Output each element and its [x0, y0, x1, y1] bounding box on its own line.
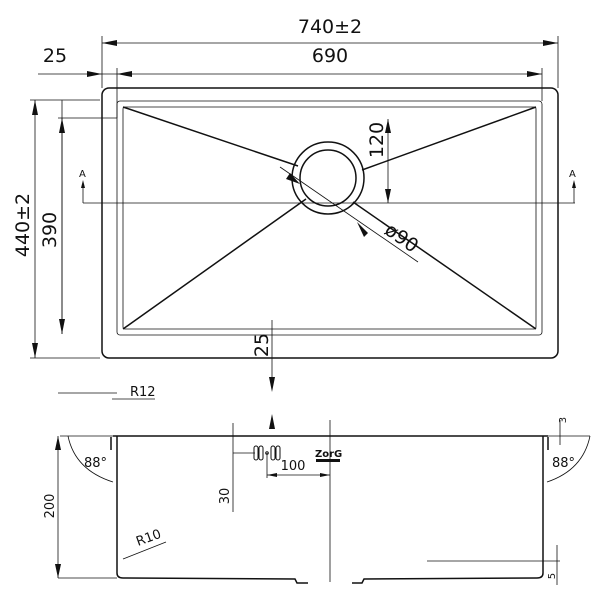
- section-label-left: A: [79, 169, 86, 180]
- section-view: 200 30 100 ZorG 88° 88° R10 3 5: [43, 417, 591, 585]
- drain-inner: [299, 149, 357, 207]
- top-view: A A 740±2 690 25 440±2 390 120 ø90 25 R1…: [12, 16, 576, 429]
- zorg-logo: ZorG: [315, 449, 342, 462]
- dim-overflow-height: 30: [218, 488, 233, 505]
- dim-overall-width: 740±2: [298, 16, 362, 38]
- overflow-slots: [253, 445, 281, 461]
- sink-profile-left: [116, 436, 308, 584]
- dim-overflow-offset: 100: [281, 459, 306, 474]
- rim-thickness-label: 3: [558, 417, 569, 423]
- sink-profile-right: [352, 436, 544, 584]
- dim-height: 200: [43, 494, 58, 519]
- dim-bowl-depth: 390: [39, 212, 61, 248]
- dim-front-rim: 25: [251, 333, 273, 357]
- dim-bowl-width: 690: [312, 45, 348, 67]
- wall-angle-left: 88°: [84, 456, 107, 471]
- dim-rim-offset: 25: [43, 45, 67, 67]
- bowl-inner-outline: [122, 106, 537, 330]
- wall-angle-right: 88°: [552, 456, 575, 471]
- dim-drain-offset: 120: [366, 122, 388, 158]
- bowl-outline: [116, 100, 543, 336]
- bottom-radius-label: R10: [134, 527, 163, 550]
- sink-outer-rim: [101, 87, 559, 359]
- svg-text:ZorG: ZorG: [315, 449, 342, 460]
- drain-recess-label: 5: [547, 573, 558, 579]
- dim-overall-depth: 440±2: [12, 193, 34, 257]
- corner-radius-label: R12: [130, 385, 156, 400]
- section-label-right: A: [569, 169, 576, 180]
